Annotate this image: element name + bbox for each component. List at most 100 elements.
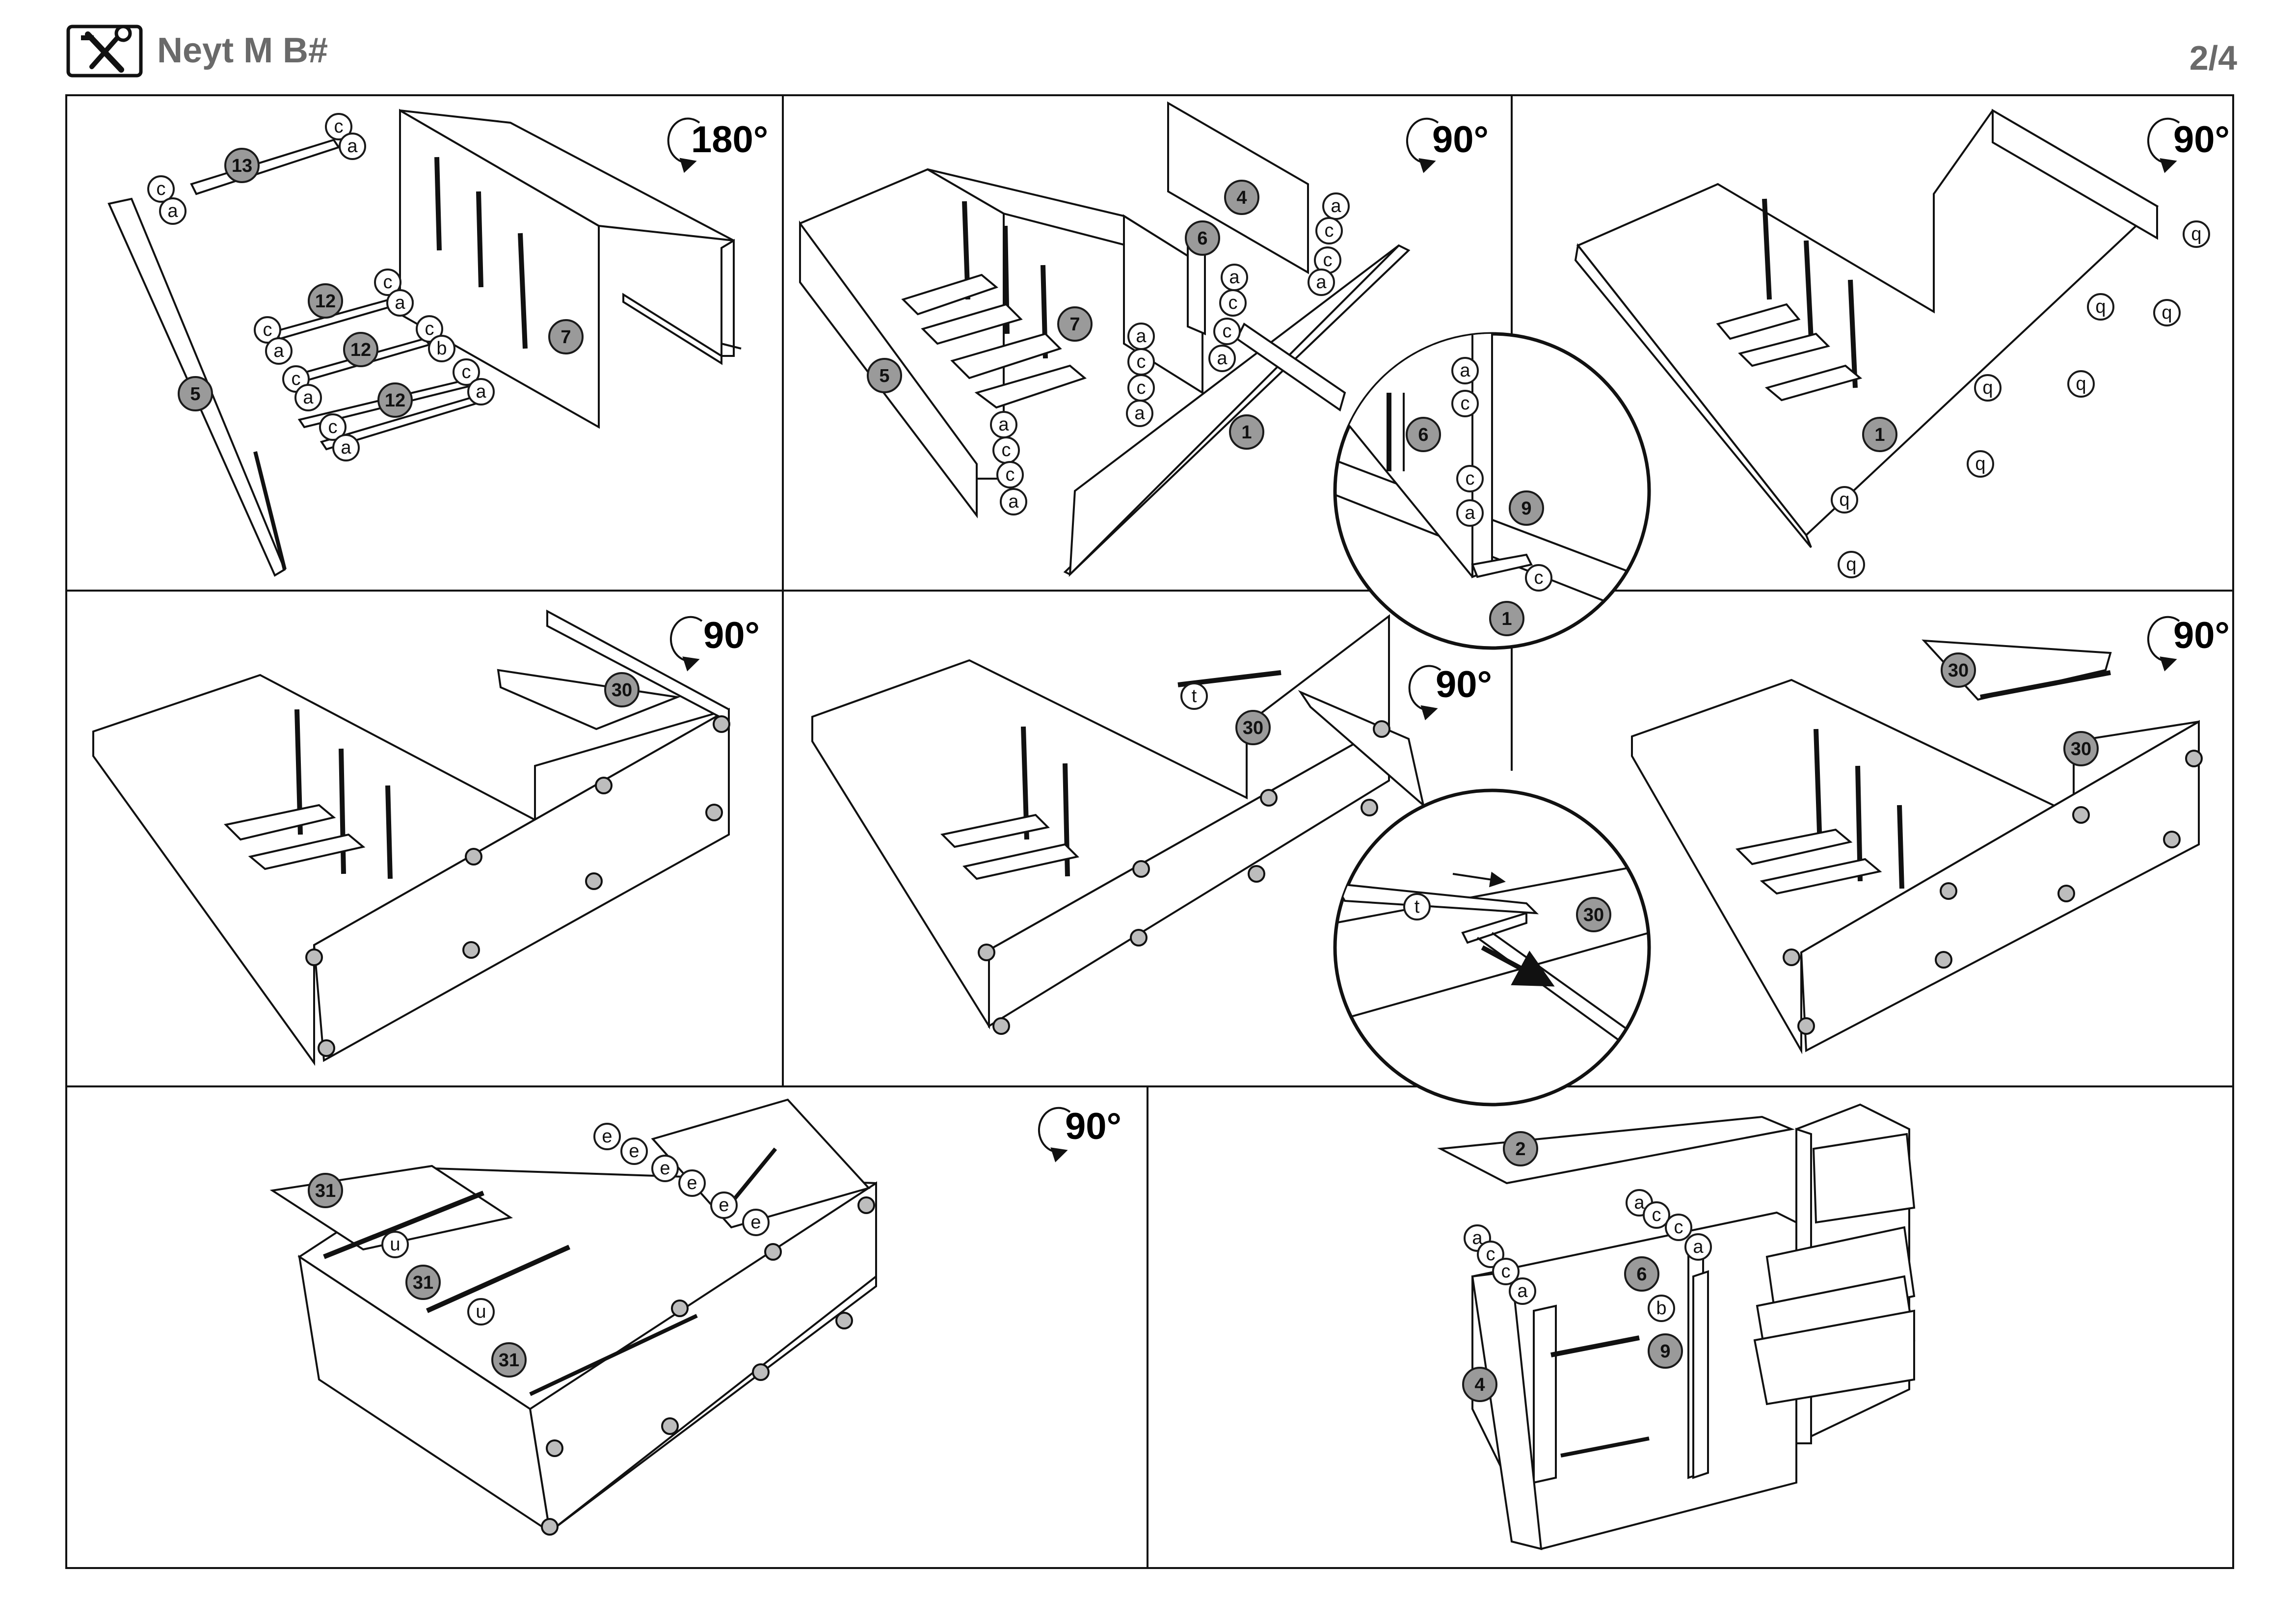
svg-text:c: c xyxy=(1674,1217,1683,1238)
part-badge-1: 1 xyxy=(1862,417,1897,452)
svg-text:q: q xyxy=(1975,454,1985,474)
svg-text:a: a xyxy=(998,414,1009,435)
part-badge-5: 5 xyxy=(178,376,213,411)
step-1 xyxy=(107,108,742,577)
svg-text:9: 9 xyxy=(1521,498,1531,519)
svg-text:12: 12 xyxy=(385,390,405,411)
part-badge-31: 31 xyxy=(405,1265,441,1300)
cam-lock-dot xyxy=(1130,929,1148,947)
part-badge-2: 2 xyxy=(1503,1131,1538,1166)
rotation-label-step-1: 180° xyxy=(691,119,768,161)
svg-text:a: a xyxy=(273,341,284,361)
hardware-badge-a: a xyxy=(990,411,1017,438)
cam-lock-dot xyxy=(671,1299,689,1317)
part-badge-31: 31 xyxy=(491,1342,527,1378)
step-7 xyxy=(269,1098,877,1534)
cam-lock-dot xyxy=(1373,720,1390,738)
part-badge-12: 12 xyxy=(308,283,343,319)
svg-text:5: 5 xyxy=(190,384,200,405)
hardware-badge-c: c xyxy=(374,269,401,296)
hardware-badge-b: b xyxy=(428,335,455,362)
svg-text:e: e xyxy=(602,1126,612,1147)
hardware-badge-e: e xyxy=(620,1137,648,1165)
svg-text:u: u xyxy=(390,1234,400,1255)
svg-text:a: a xyxy=(1229,267,1240,288)
svg-text:6: 6 xyxy=(1418,425,1428,445)
hardware-badge-c: c xyxy=(325,113,352,140)
document-title: Neyt M B# xyxy=(157,31,328,70)
svg-text:t: t xyxy=(1192,686,1197,706)
hardware-badge-c: c xyxy=(1127,348,1155,376)
hardware-badge-c: c xyxy=(1314,246,1341,274)
part-badge-12: 12 xyxy=(377,382,413,418)
svg-text:a: a xyxy=(167,201,178,221)
hardware-badge-c: c xyxy=(453,358,480,386)
svg-text:e: e xyxy=(719,1195,729,1216)
svg-text:a: a xyxy=(476,381,486,402)
cam-lock-dot xyxy=(1248,865,1265,883)
svg-text:c: c xyxy=(1137,352,1146,372)
svg-text:c: c xyxy=(425,319,434,339)
svg-text:a: a xyxy=(1693,1237,1704,1257)
svg-text:12: 12 xyxy=(350,340,371,360)
svg-text:c: c xyxy=(1486,1244,1495,1265)
svg-text:a: a xyxy=(395,293,405,313)
hardware-badge-c: c xyxy=(319,413,347,441)
cam-lock-dot xyxy=(2185,750,2203,767)
svg-text:u: u xyxy=(476,1301,486,1322)
hardware-badge-c: c xyxy=(1665,1214,1692,1241)
svg-text:c: c xyxy=(292,369,301,389)
svg-text:c: c xyxy=(1223,321,1232,342)
cam-lock-dot xyxy=(978,944,995,961)
hardware-badge-b: b xyxy=(1648,1295,1675,1322)
hardware-badge-a: a xyxy=(332,434,360,461)
hardware-badge-a: a xyxy=(1126,400,1153,427)
hardware-badge-q: q xyxy=(1838,551,1865,578)
part-badge-6: 6 xyxy=(1185,220,1220,256)
svg-text:b: b xyxy=(1656,1298,1666,1319)
svg-text:c: c xyxy=(1228,293,1238,313)
rotation-label-step-6: 90° xyxy=(2173,615,2230,656)
svg-text:13: 13 xyxy=(232,156,252,176)
svg-text:c: c xyxy=(263,320,272,340)
svg-text:q: q xyxy=(2076,374,2086,394)
cam-lock-dot xyxy=(546,1439,563,1457)
cam-lock-dot xyxy=(1797,1017,1815,1035)
hardware-badge-c: c xyxy=(416,315,443,343)
part-badge-4: 4 xyxy=(1462,1367,1497,1402)
hardware-badge-u: u xyxy=(467,1298,495,1326)
svg-text:30: 30 xyxy=(1243,718,1263,738)
hardware-badge-a: a xyxy=(159,197,187,225)
hardware-badge-q: q xyxy=(1831,486,1858,514)
hardware-badge-a: a xyxy=(339,133,366,160)
cam-lock-dot xyxy=(2057,885,2075,902)
hardware-badge-q: q xyxy=(1974,374,2002,402)
cam-lock-dot xyxy=(595,777,613,794)
hardware-badge-c: c xyxy=(992,436,1020,464)
svg-text:q: q xyxy=(2095,297,2106,317)
svg-text:30: 30 xyxy=(1583,905,1604,925)
svg-text:a: a xyxy=(1517,1281,1528,1301)
hardware-badge-a: a xyxy=(1221,264,1248,291)
hardware-badge-c: c xyxy=(1525,564,1552,592)
part-badge-4: 4 xyxy=(1224,180,1259,215)
part-badge-30: 30 xyxy=(604,672,640,707)
part-badge-5: 5 xyxy=(867,358,902,393)
svg-text:1: 1 xyxy=(1501,609,1512,629)
part-badge-9: 9 xyxy=(1509,490,1544,526)
cam-lock-dot xyxy=(2163,831,2181,848)
svg-text:c: c xyxy=(383,272,393,293)
svg-text:2: 2 xyxy=(1515,1139,1525,1160)
svg-text:30: 30 xyxy=(2071,739,2091,759)
svg-text:q: q xyxy=(1846,554,1856,575)
svg-text:c: c xyxy=(157,179,166,199)
hardware-badge-c: c xyxy=(1213,318,1241,345)
cam-lock-dot xyxy=(661,1417,679,1435)
svg-text:9: 9 xyxy=(1660,1341,1670,1362)
part-badge-7: 7 xyxy=(548,319,584,354)
svg-text:6: 6 xyxy=(1636,1264,1647,1285)
hardware-badge-c: c xyxy=(1477,1241,1504,1268)
svg-text:q: q xyxy=(1839,489,1849,510)
svg-text:c: c xyxy=(334,116,344,137)
page-number: 2/4 xyxy=(2189,39,2237,77)
